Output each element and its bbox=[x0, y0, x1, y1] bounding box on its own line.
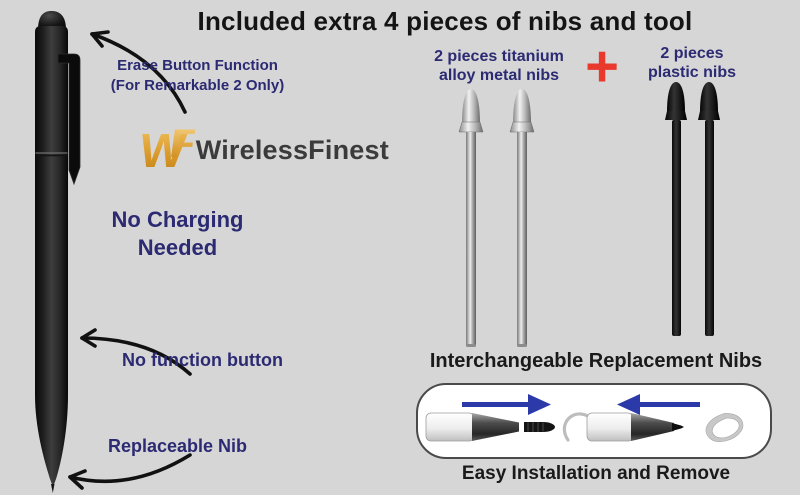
arrow-left-icon bbox=[617, 394, 700, 415]
plastic-nibs-label: 2 pieces plastic nibs bbox=[647, 45, 737, 81]
plus-icon: + bbox=[585, 34, 619, 99]
stylus-pen-image bbox=[35, 11, 81, 493]
installation-diagram-box bbox=[416, 383, 772, 459]
replacement-nibs-heading: Interchangeable Replacement Nibs bbox=[429, 350, 763, 372]
removal-ring-tool-icon bbox=[705, 413, 744, 442]
no-charging-label: No Charging Needed bbox=[111, 207, 244, 260]
installed-nib-icon bbox=[672, 423, 684, 431]
page-title: Included extra 4 pieces of nibs and tool bbox=[197, 6, 693, 36]
brand-name: WirelessFinest bbox=[195, 134, 389, 165]
pen-clip bbox=[57, 53, 81, 186]
plastic-nib-1-image bbox=[665, 82, 687, 336]
arrow-right-icon bbox=[462, 394, 551, 415]
detached-nib-icon bbox=[524, 422, 555, 432]
replaceable-nib-label: Replaceable Nib bbox=[108, 436, 248, 456]
titanium-nibs-label: 2 pieces titanium alloy metal nibs bbox=[434, 48, 564, 84]
no-function-label: No function button bbox=[122, 350, 283, 370]
logo-letter-f: F bbox=[167, 122, 198, 166]
installation-diagram bbox=[425, 394, 744, 442]
titanium-nib-1-image bbox=[458, 89, 484, 347]
brand-logo-mark: WF bbox=[136, 122, 198, 178]
erase-button-label-line1: Erase Button Function bbox=[117, 57, 278, 74]
brand-logo: WF WirelessFinest bbox=[136, 122, 389, 178]
titanium-nib-2-image bbox=[509, 89, 535, 347]
install-caption: Easy Installation and Remove bbox=[461, 463, 731, 484]
erase-button-label-line2: (For Remarkable 2 Only) bbox=[110, 76, 285, 94]
remove-step bbox=[586, 394, 744, 442]
install-step bbox=[425, 394, 594, 442]
pen-nib-tip bbox=[51, 484, 55, 493]
erase-button-label: Erase Button Function (For Remarkable 2 … bbox=[95, 56, 300, 95]
erase-button-cap bbox=[38, 11, 66, 30]
plastic-nib-2-image bbox=[698, 82, 720, 336]
